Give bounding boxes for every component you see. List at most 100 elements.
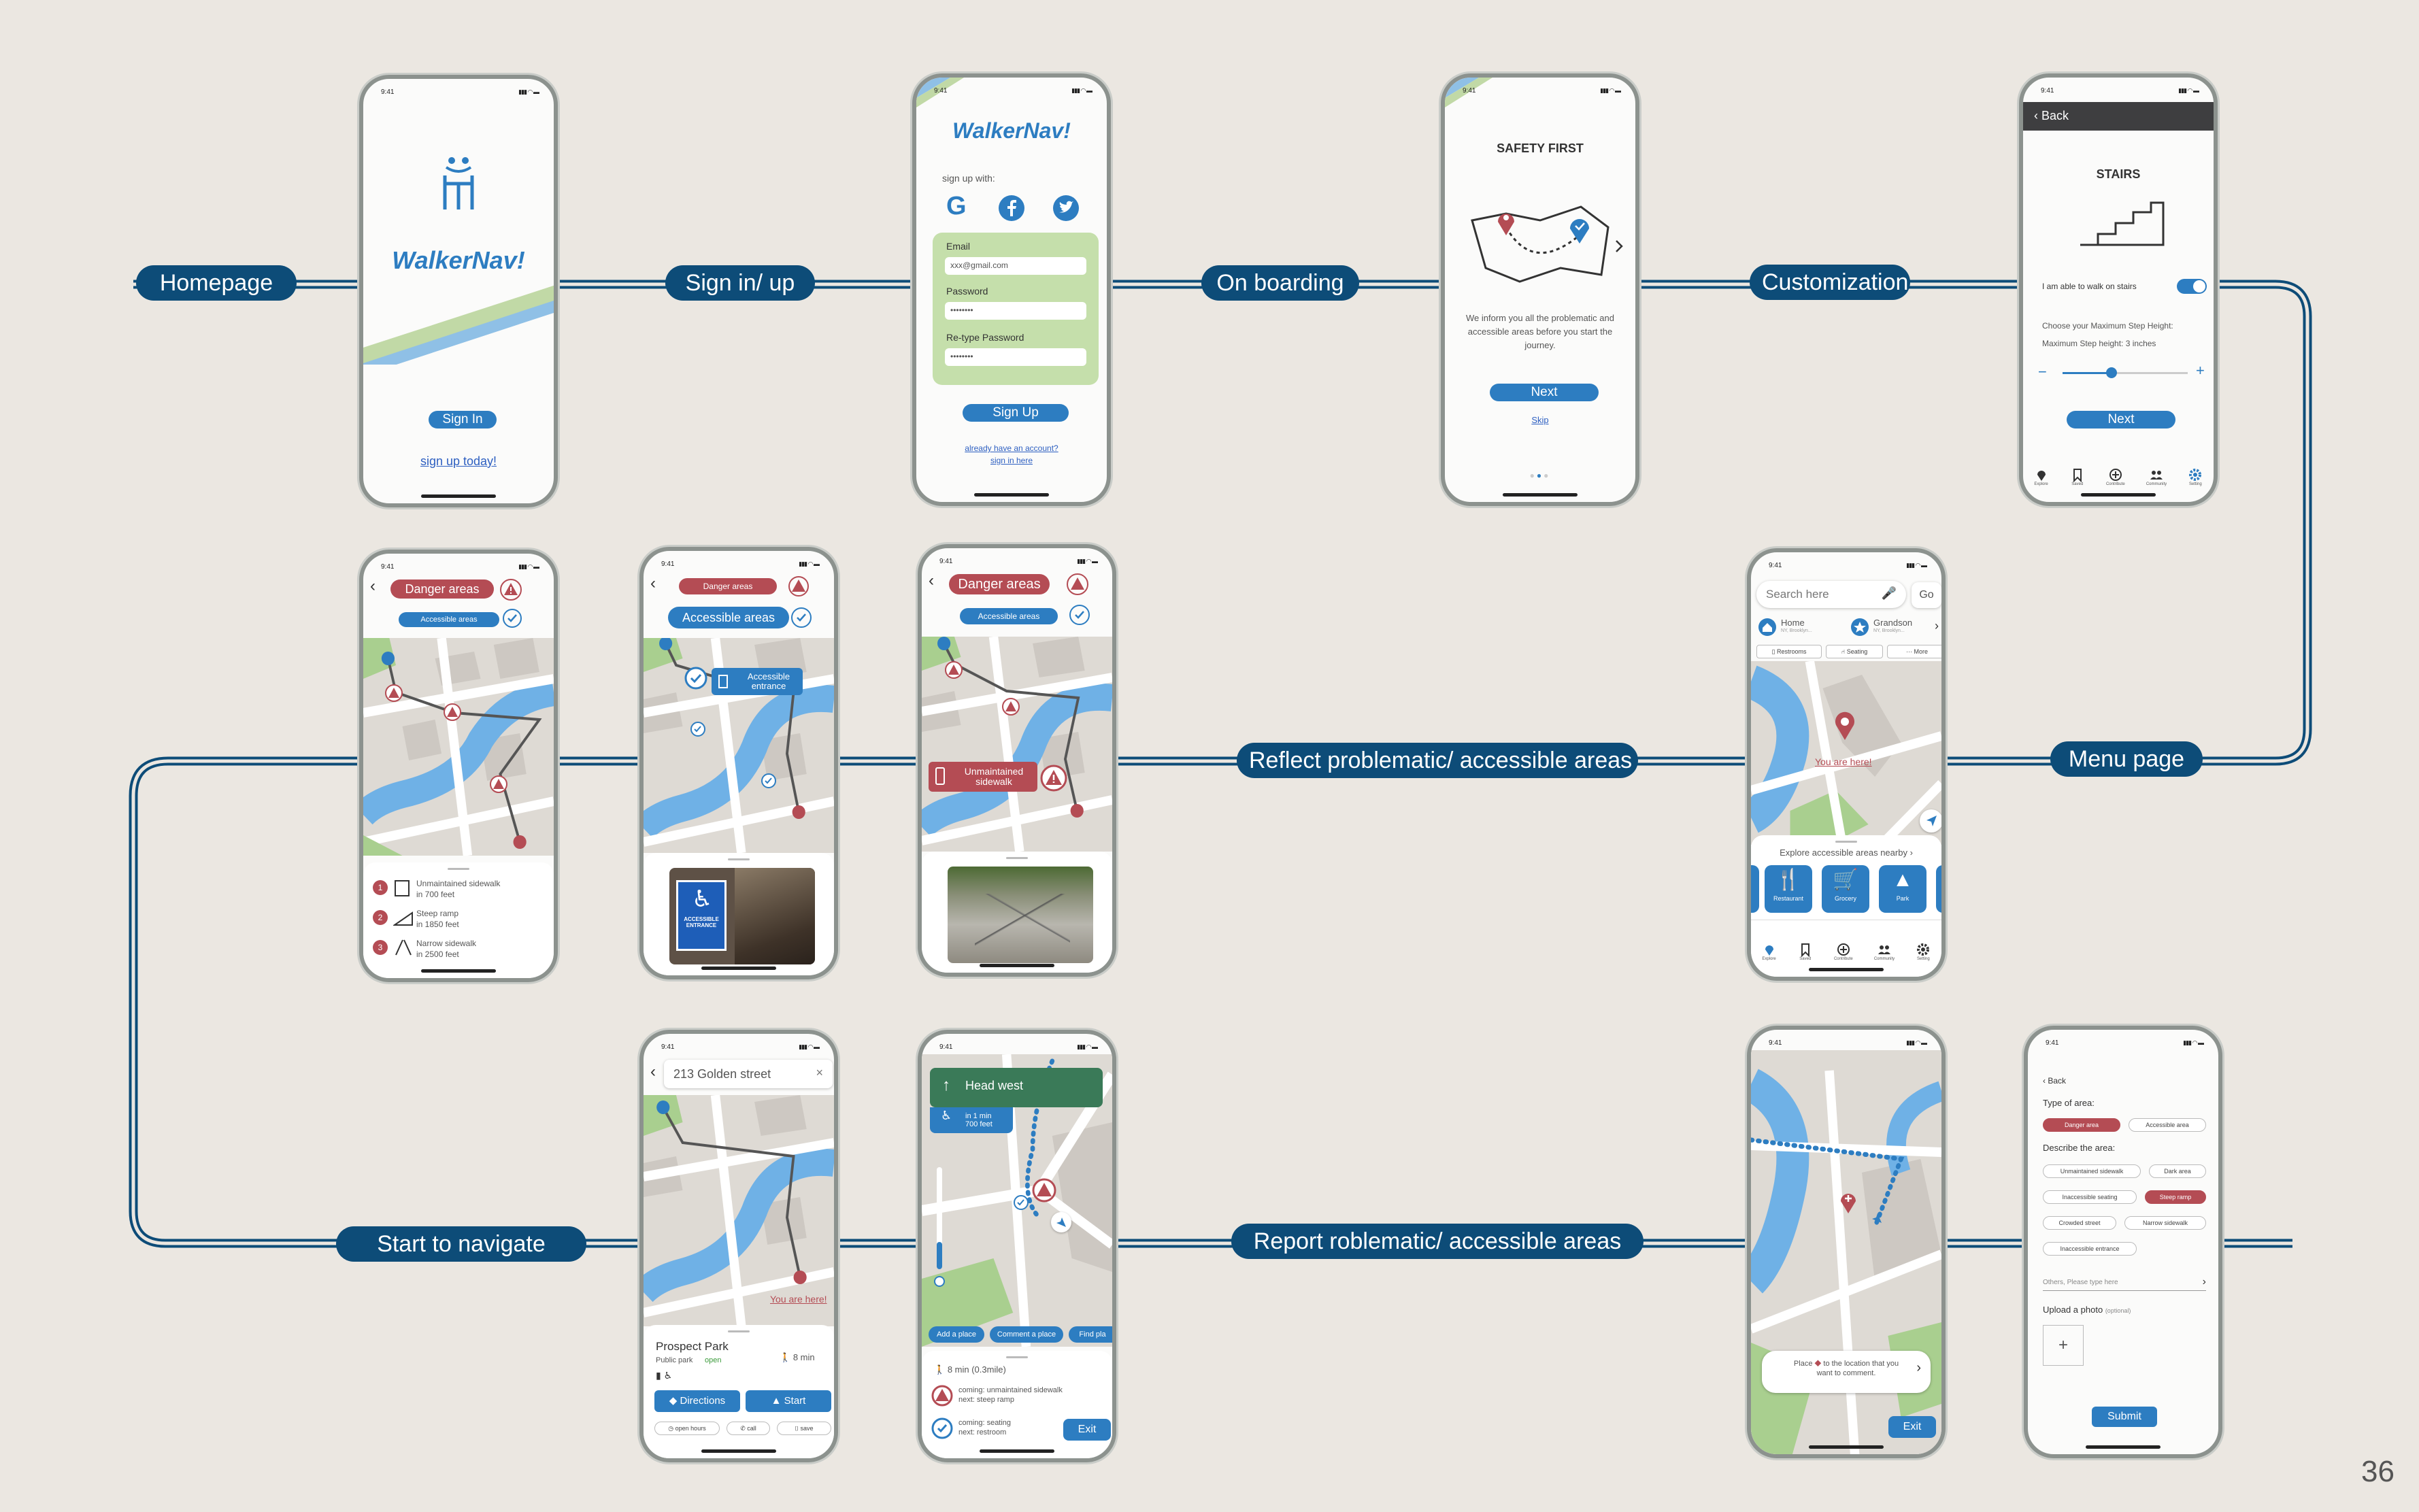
close-icon[interactable]: × [816,1066,823,1079]
step-slider-handle[interactable] [2106,367,2117,378]
route-map[interactable] [363,638,554,856]
danger-area-chip[interactable]: Danger area [2043,1118,2120,1132]
danger-item-1[interactable]: 1 Unmaintained sidewalk in 700 feet [373,877,548,906]
place-pin-prompt[interactable]: Place ⬥ to the location that you want to… [1762,1351,1931,1393]
category-restaurant[interactable]: 🍴 Restaurant [1765,865,1812,913]
already-account-link[interactable]: already have an account? [965,443,1058,453]
danger-item-2[interactable]: 2 Steep ramp in 1850 feet [373,907,548,936]
route-map[interactable] [922,637,1112,852]
email-field[interactable]: xxx@gmail.com [945,257,1086,275]
tab-community[interactable]: Community [1874,942,1895,961]
sheet-handle[interactable] [448,868,469,870]
back-button[interactable]: ‹ Back [2034,109,2069,123]
exit-button[interactable]: Exit [1888,1416,1936,1438]
find-place-button[interactable]: Find pla [1069,1326,1112,1343]
danger-item-3[interactable]: 3 Narrow sidewalk in 2500 feet [373,937,548,966]
sheet-handle[interactable] [728,1330,750,1332]
accessible-areas-button[interactable]: Accessible areas [960,608,1058,624]
stairs-toggle[interactable] [2177,279,2207,294]
danger-areas-button[interactable]: Danger areas [679,578,777,594]
plus-icon[interactable]: + [2196,362,2205,379]
tab-explore[interactable]: Explore [2034,467,2049,486]
search-input[interactable]: Search here🎤 [1756,581,1906,608]
skip-link[interactable]: Skip [1531,415,1549,425]
back-button[interactable]: ‹ Back [2043,1076,2066,1086]
label-reflect: Reflect problematic/ accessible areas [1237,743,1638,778]
category-edge-right[interactable] [1936,865,1941,913]
chip-steep-ramp[interactable]: Steep ramp [2145,1190,2206,1204]
category-edge-left[interactable] [1751,865,1759,913]
password-field[interactable]: •••••••• [945,302,1086,320]
sign-up-link[interactable]: sign up today! [420,454,497,468]
back-chevron-icon[interactable]: ‹ [650,574,656,592]
tab-contribute[interactable]: Contribute [1834,942,1853,961]
address-input[interactable]: 213 Golden street× [664,1060,833,1088]
retype-password-field[interactable]: •••••••• [945,348,1086,366]
tab-contribute[interactable]: Contribute [2106,467,2125,486]
chip-inaccessible-entrance[interactable]: Inaccessible entrance [2043,1242,2137,1256]
accessible-entrance-callout[interactable]: Accessible entrance [712,668,803,695]
tab-setting[interactable]: Setting [2188,467,2203,486]
open-hours-button[interactable]: ◷ open hours [654,1422,720,1435]
sign-up-button[interactable]: Sign Up [963,404,1069,422]
tab-saved[interactable]: Saved [1798,942,1813,961]
exit-button[interactable]: Exit [1063,1419,1111,1441]
tab-setting[interactable]: Setting [1916,942,1931,961]
chip-crowded-street[interactable]: Crowded street [2043,1216,2116,1230]
sheet-handle[interactable] [728,858,750,860]
report-map[interactable] [1751,1050,1941,1454]
accessible-areas-button[interactable]: Accessible areas [399,612,499,627]
accessible-areas-button[interactable]: Accessible areas [668,607,789,628]
start-button[interactable]: ▲ Start [746,1390,831,1412]
accessible-area-chip[interactable]: Accessible area [2129,1118,2206,1132]
tab-community[interactable]: Community [2146,467,2167,486]
sign-in-here-link[interactable]: sign in here [990,456,1033,465]
category-grocery[interactable]: 🛒 Grocery [1822,865,1869,913]
locate-button[interactable] [1920,809,1941,833]
danger-areas-button[interactable]: Danger areas [949,574,1050,594]
google-icon[interactable]: G [946,192,967,220]
route-map[interactable] [644,1095,834,1326]
chevron-right-icon[interactable]: › [1935,619,1939,633]
go-button[interactable]: Go [1912,582,1941,608]
submit-button[interactable]: Submit [2092,1407,2157,1427]
back-chevron-icon[interactable]: ‹ [370,577,376,595]
explore-nearby-link[interactable]: Explore accessible areas nearby › [1751,847,1941,858]
twitter-icon[interactable] [1052,195,1080,222]
tab-saved[interactable]: Saved [2070,467,2085,486]
category-park[interactable]: ▲ Park [1879,865,1926,913]
sheet-handle[interactable] [1835,841,1857,843]
explore-map[interactable] [1751,661,1941,845]
next-button[interactable]: Next [2067,411,2175,429]
step-slider-track[interactable] [2063,372,2188,374]
sign-in-button[interactable]: Sign In [429,411,497,429]
call-button[interactable]: ✆ call [727,1422,770,1435]
saved-home[interactable]: Home NY, Brooklyn... [1758,618,1846,638]
microphone-icon[interactable]: 🎤 [1881,586,1897,600]
minus-icon[interactable]: − [2038,363,2047,380]
back-chevron-icon[interactable]: ‹ [929,571,934,590]
sheet-handle[interactable] [1006,1356,1028,1358]
next-button[interactable]: Next [1490,384,1599,401]
unmaintained-sidewalk-callout[interactable]: Unmaintained sidewalk [929,762,1037,792]
add-place-button[interactable]: Add a place [929,1326,984,1343]
chip-dark-area[interactable]: Dark area [2149,1164,2206,1178]
filter-more[interactable]: ··· More [1887,645,1941,658]
chip-unmaintained-sidewalk[interactable]: Unmaintained sidewalk [2043,1164,2141,1178]
choose-step-label: Choose your Maximum Step Height: [2042,321,2173,331]
chip-inaccessible-seating[interactable]: Inaccessible seating [2043,1190,2137,1204]
danger-areas-button[interactable]: Danger areas [390,579,494,599]
directions-button[interactable]: ◆ Directions [654,1390,740,1412]
facebook-icon[interactable] [998,195,1025,222]
filter-restrooms[interactable]: ▯ Restrooms [1756,645,1822,658]
comment-place-button[interactable]: Comment a place [990,1326,1063,1343]
saved-grandson[interactable]: Grandson NY, Brooklyn... [1850,618,1939,638]
tab-explore[interactable]: Explore [1762,942,1777,961]
save-button[interactable]: ⌷ save [777,1422,831,1435]
filter-seating[interactable]: ⑁ Seating [1826,645,1883,658]
others-input[interactable]: Others, Please type here› [2043,1276,2206,1291]
sheet-handle[interactable] [1006,857,1028,859]
back-chevron-icon[interactable]: ‹ [650,1062,656,1081]
chip-narrow-sidewalk[interactable]: Narrow sidewalk [2124,1216,2206,1230]
add-photo-button[interactable]: + [2043,1325,2084,1366]
